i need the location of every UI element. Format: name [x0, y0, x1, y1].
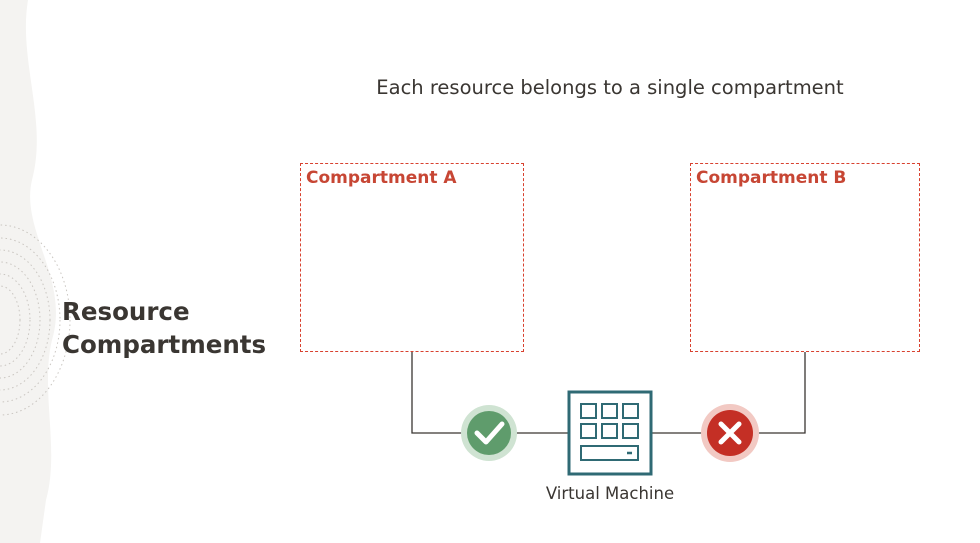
section-title-line-2: Compartments [62, 330, 267, 359]
connector-compartment-a [411, 352, 462, 434]
virtual-machine-label: Virtual Machine [545, 484, 675, 503]
virtual-machine-icon [567, 390, 653, 476]
compartment-a-box: Compartment A [300, 163, 524, 352]
checkmark-icon [461, 405, 517, 461]
section-title: Resource Compartments [62, 295, 266, 361]
compartment-b-box: Compartment B [690, 163, 920, 352]
connector-compartment-b [757, 352, 806, 434]
compartment-a-label: Compartment A [306, 168, 457, 188]
slide-headline: Each resource belongs to a single compar… [376, 76, 844, 99]
section-title-line-1: Resource [62, 297, 190, 326]
x-mark-icon [701, 404, 759, 462]
compartment-b-label: Compartment B [696, 168, 847, 188]
